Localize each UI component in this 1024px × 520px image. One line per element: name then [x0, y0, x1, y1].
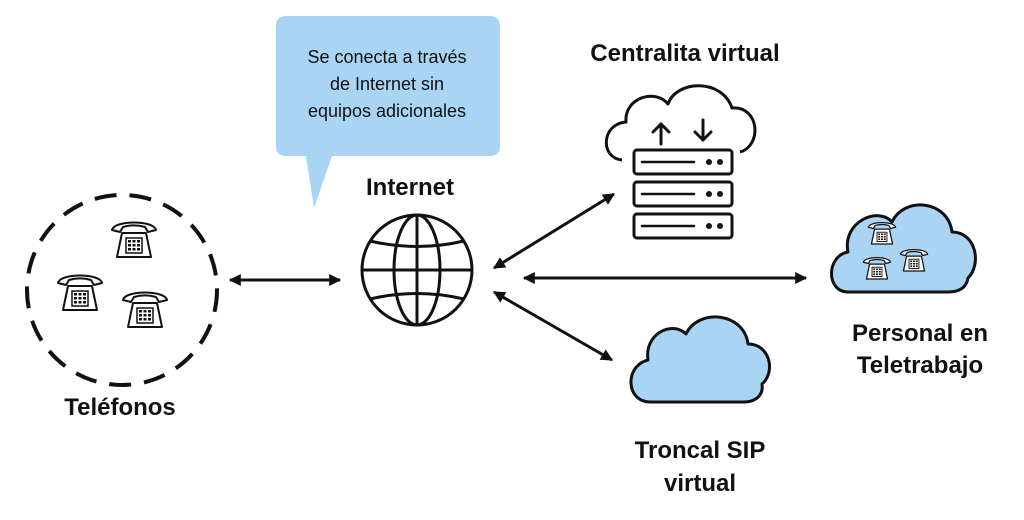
troncal-label-line: Troncal SIP	[634, 437, 766, 464]
internet-label: Internet	[365, 174, 454, 201]
troncal-label-line: virtual	[663, 470, 737, 497]
bubble-line: equipos adicionales	[307, 101, 467, 121]
connection-arrows	[228, 192, 808, 362]
personal-label-line: Personal en	[851, 320, 989, 347]
phone-icon	[111, 221, 157, 258]
centralita-label: Centralita virtual	[590, 40, 780, 67]
personal-label: Personal en Teletrabajo	[820, 318, 1020, 382]
telefonos-label: Teléfonos	[64, 394, 176, 421]
phone-icon	[122, 291, 168, 328]
speech-bubble	[276, 16, 500, 208]
globe-icon	[360, 213, 474, 327]
dashed-boundary	[25, 193, 219, 387]
phones-group	[25, 193, 219, 387]
bubble-line: de Internet sin	[329, 74, 445, 94]
phone-icon	[57, 274, 103, 311]
bubble-text: Se conecta a través de Internet sin equi…	[276, 44, 498, 125]
server-cloud-icon	[604, 84, 757, 240]
bubble-line: Se conecta a través	[307, 47, 467, 67]
troncal-label: Troncal SIP virtual	[590, 434, 810, 500]
cloud-icon	[629, 315, 771, 404]
personal-label-line: Teletrabajo	[856, 352, 984, 379]
remote-workers-cloud	[830, 203, 977, 294]
arrow-internet-troncal	[492, 290, 614, 362]
arrow-internet-centralita	[492, 192, 616, 270]
